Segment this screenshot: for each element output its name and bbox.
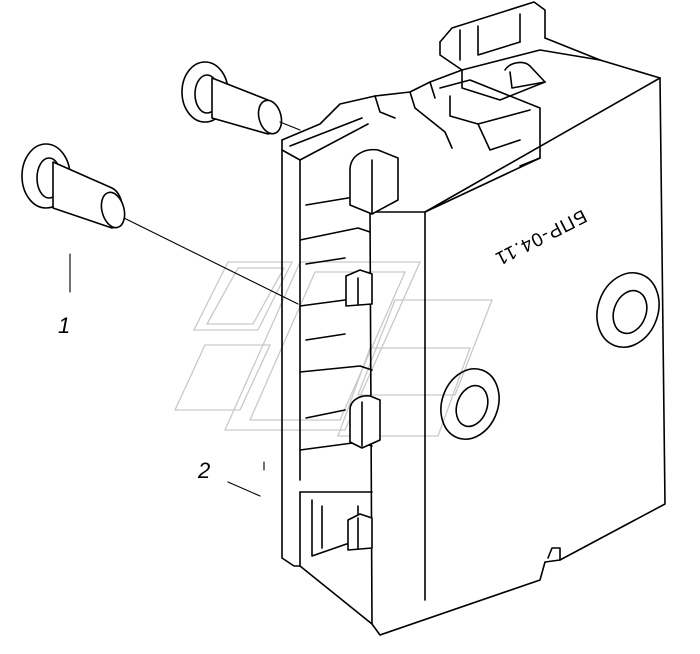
callout-2-label: 2 (197, 458, 210, 483)
assembly-guide-line (123, 217, 299, 305)
mounting-hole-upper (596, 272, 660, 348)
mounting-hole-lower (440, 368, 500, 440)
terminal-clips (345, 148, 399, 551)
top-clip (439, 1, 601, 89)
callout-2: 2 (197, 458, 265, 497)
rivet-lower (21, 143, 126, 229)
callout-1: 1 (58, 253, 71, 338)
rivet-upper (181, 61, 301, 135)
watermark-logo (173, 261, 493, 437)
callout-1-label: 1 (58, 313, 70, 338)
part-marking-text: БПР-04.11 (491, 205, 590, 269)
